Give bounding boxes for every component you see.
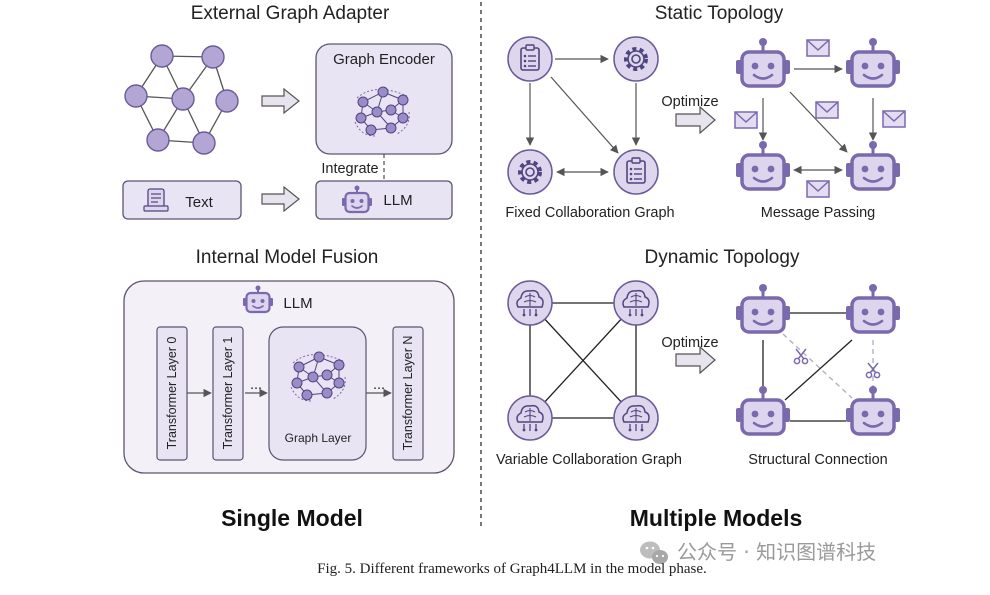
message-envelope-icon [815, 101, 839, 119]
figure-caption: Fig. 5. Different frameworks of Graph4LL… [317, 561, 707, 577]
clipboard-icon [508, 37, 552, 81]
internal-model-fusion-panel: Internal Model Fusion LLM Transformer La… [123, 247, 455, 474]
llm-box: LLM [315, 180, 453, 220]
block-arrow-icon [675, 105, 716, 135]
static-topology-title: Static Topology [655, 3, 784, 24]
llm-label: LLM [383, 192, 412, 209]
agent-robot-icon [844, 139, 902, 191]
brain-icon [508, 281, 552, 325]
scissors-icon [865, 362, 881, 379]
message-envelope-icon [806, 39, 830, 57]
gear-icon [614, 37, 658, 81]
block-arrow-icon [675, 345, 716, 375]
message-envelope-icon [882, 110, 906, 128]
message-passing-label: Message Passing [761, 205, 875, 221]
block-arrow-icon [261, 87, 300, 115]
watermark: 公众号 · 知识图谱科技 [640, 540, 876, 564]
text-input-box: Text [122, 180, 242, 220]
graph-encoder-box: Graph Encoder [315, 43, 453, 155]
message-envelope-icon [806, 180, 830, 198]
integrate-label: Integrate [321, 161, 378, 177]
message-envelope-icon [734, 111, 758, 129]
transformer-layer-n [392, 326, 424, 461]
agent-robot-icon [844, 282, 902, 334]
watermark-text: 公众号 · 知识图谱科技 [677, 540, 876, 564]
external-adapter-title: External Graph Adapter [191, 3, 390, 24]
agent-robot-icon [734, 384, 792, 436]
dynamic-topology-panel: Dynamic Topology Variable Collaboration … [496, 247, 902, 468]
block-arrow-icon [261, 185, 300, 213]
wechat-icon [640, 541, 668, 564]
fixed-graph-label: Fixed Collaboration Graph [505, 205, 674, 221]
dynamic-topology-title: Dynamic Topology [645, 247, 800, 268]
transformer-layer-1 [212, 326, 244, 461]
agent-robot-icon [844, 384, 902, 436]
brain-icon [508, 396, 552, 440]
agent-robot-icon [844, 36, 902, 88]
transformer-layer-0-label: Transformer Layer 0 [165, 337, 179, 450]
fusion-llm-label: LLM [283, 295, 312, 312]
transformer-layer-n-label: Transformer Layer N [401, 336, 415, 451]
input-graph [124, 44, 239, 155]
static-topology-panel: Static Topology Fixed Collaboration Grap… [505, 3, 906, 221]
variable-graph-label: Variable Collaboration Graph [496, 452, 682, 468]
transformer-layer-1-label: Transformer Layer 1 [221, 337, 235, 450]
multiple-models-heading: Multiple Models [630, 505, 803, 531]
graph-layer-label: Graph Layer [285, 431, 352, 445]
internal-fusion-title: Internal Model Fusion [196, 247, 379, 268]
ellipsis: ... [250, 377, 262, 393]
brain-icon [614, 281, 658, 325]
agent-robot-icon [734, 36, 792, 88]
external-graph-adapter-panel: External Graph Adapter Graph Encode [122, 3, 453, 220]
single-model-heading: Single Model [221, 505, 363, 531]
scissors-icon [793, 348, 809, 365]
clipboard-icon [614, 150, 658, 194]
brain-icon [614, 396, 658, 440]
gear-icon [508, 150, 552, 194]
graph-node [124, 44, 239, 155]
ellipsis: ... [373, 377, 385, 393]
agent-robot-icon [734, 282, 792, 334]
optimize-label: Optimize [661, 94, 718, 110]
document-icon [143, 188, 169, 212]
structural-connection-label: Structural Connection [748, 452, 887, 468]
text-label: Text [185, 194, 213, 211]
optimize-label: Optimize [661, 335, 718, 351]
graph-encoder-label: Graph Encoder [333, 51, 435, 68]
agent-robot-icon [734, 139, 792, 191]
